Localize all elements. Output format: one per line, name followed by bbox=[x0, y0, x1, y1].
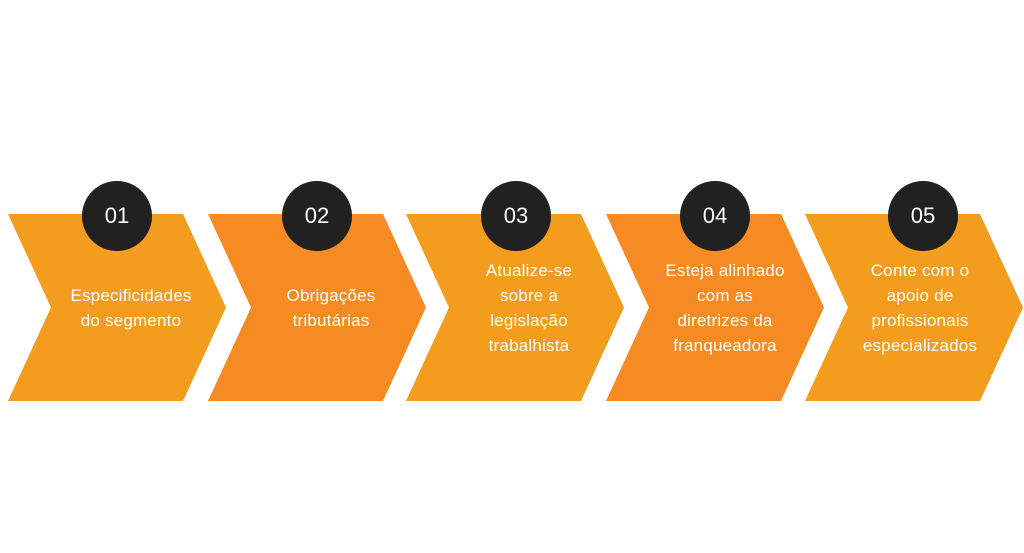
step-5-text: Conte com o apoio de profissionais espec… bbox=[862, 260, 978, 355]
step-2-number-badge: 02 bbox=[282, 181, 352, 251]
step-3-chevron: Atualize-se sobre a legislação trabalhis… bbox=[406, 214, 624, 401]
step-1-text: Especificidades do segmento bbox=[70, 285, 192, 330]
step-5-chevron: Conte com o apoio de profissionais espec… bbox=[805, 214, 1023, 401]
step-2-text: Obrigações tributárias bbox=[286, 285, 376, 330]
step-4-number-badge: 04 bbox=[680, 181, 750, 251]
step-1-chevron: Especificidades do segmento bbox=[8, 214, 226, 401]
step-1-number-badge: 01 bbox=[82, 181, 152, 251]
step-2-chevron: Obrigações tributárias bbox=[208, 214, 426, 401]
step-3-text: Atualize-se sobre a legislação trabalhis… bbox=[485, 260, 573, 355]
step-4-chevron: Esteja alinhado com as diretrizes da fra… bbox=[606, 214, 824, 401]
step-4-text: Esteja alinhado com as diretrizes da fra… bbox=[665, 260, 785, 355]
step-3-number-badge: 03 bbox=[481, 181, 551, 251]
step-5-number-badge: 05 bbox=[888, 181, 958, 251]
